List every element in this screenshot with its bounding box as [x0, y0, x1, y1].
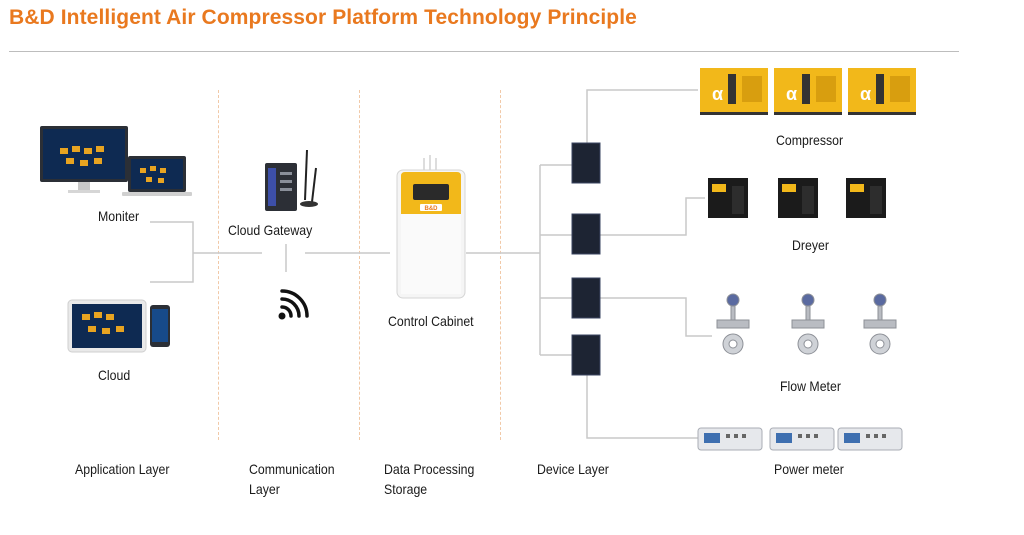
svg-text:α: α — [712, 84, 723, 104]
connector-lines — [150, 89, 712, 439]
svg-text:α: α — [860, 84, 871, 104]
layer-divider-3 — [500, 90, 501, 440]
power-meter-icons — [697, 427, 903, 451]
connector-app-bracket — [150, 221, 194, 283]
flow-meter-icons — [716, 293, 897, 355]
connector-to-dryers — [600, 197, 705, 236]
layer-divider-2 — [359, 90, 360, 440]
cloud-gateway-icon — [265, 149, 318, 211]
monitor-icon — [40, 126, 192, 196]
dryer-icons — [708, 178, 886, 218]
wifi-icon — [278, 289, 309, 320]
connector-to-flow-meters — [600, 297, 712, 337]
connector-to-power-meters — [586, 375, 698, 439]
data-processing-label-line1: Data Processing — [384, 461, 475, 477]
cloud-label: Cloud — [98, 367, 131, 383]
cloud-gateway-label: Cloud Gateway — [228, 222, 313, 238]
server-icon-2 — [571, 213, 601, 255]
svg-text:α: α — [786, 84, 797, 104]
server-icon-4 — [571, 334, 601, 376]
page-title: B&D Intelligent Air Compressor Platform … — [9, 6, 637, 29]
title-divider — [9, 51, 959, 52]
flow-meter-label: Flow Meter — [780, 378, 841, 394]
connector-to-compressors — [586, 89, 698, 155]
server-icon-1 — [571, 142, 601, 184]
compressor-label: Compressor — [776, 132, 844, 148]
communication-layer-label-line1: Communication — [249, 461, 335, 477]
connector-bus-to-servers — [540, 164, 572, 356]
application-layer-label: Application Layer — [75, 461, 170, 477]
device-server-icons — [571, 142, 601, 376]
data-processing-label-line2: Storage — [384, 481, 428, 497]
server-icon-3 — [571, 277, 601, 319]
device-layer-label: Device Layer — [537, 461, 609, 477]
cloud-device-icon — [67, 299, 170, 353]
cabinet-badge: B&D — [425, 206, 439, 212]
control-cabinet-label: Control Cabinet — [388, 313, 474, 329]
communication-layer-label-line2: Layer — [249, 481, 280, 497]
monitor-label: Moniter — [98, 208, 140, 224]
layer-divider-1 — [218, 90, 219, 440]
compressor-icons: α α α — [700, 68, 916, 115]
power-meter-label: Power meter — [774, 461, 844, 477]
control-cabinet-icon: B&D — [396, 155, 466, 299]
dryer-label: Dreyer — [792, 237, 829, 253]
